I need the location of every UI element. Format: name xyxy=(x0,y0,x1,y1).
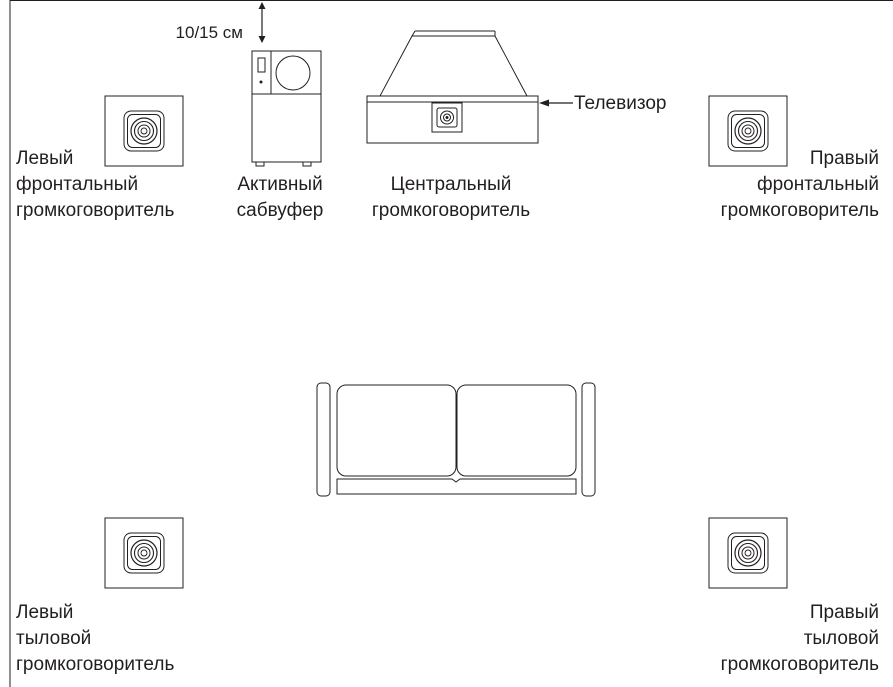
tv-pointer-arrow xyxy=(539,99,573,107)
rear-left-label-line2: тыловой xyxy=(16,628,91,649)
tv-label: Телевизор xyxy=(574,93,666,114)
front-left-label-line3: громкоговоритель xyxy=(16,200,174,221)
front-right-label-line1: Правый xyxy=(810,148,879,169)
center-label-line2: громкоговоритель xyxy=(372,200,530,221)
rear-left-label-line3: громкоговоритель xyxy=(16,654,174,675)
front-right-speaker-icon xyxy=(708,95,788,167)
tv-center-speaker-icon xyxy=(366,30,539,144)
center-label-line1: Центральный xyxy=(391,174,512,195)
front-left-label-line1: Левый xyxy=(16,148,73,169)
front-right-label-line2: фронтальный xyxy=(757,174,879,195)
subwoofer-label-line1: Активный xyxy=(237,174,322,195)
subwoofer-label-line2: сабвуфер xyxy=(237,200,324,221)
rear-left-label-line1: Левый xyxy=(16,602,73,623)
front-right-label-line3: громкоговоритель xyxy=(721,200,879,221)
rear-left-speaker-icon xyxy=(104,517,184,589)
subwoofer-icon xyxy=(251,50,322,167)
rear-right-label-line2: тыловой xyxy=(804,628,879,649)
distance-arrow xyxy=(258,2,266,43)
front-left-label-line2: фронтальный xyxy=(16,174,138,195)
rear-right-label-line3: громкоговоритель xyxy=(721,654,879,675)
distance-label: 10/15 см xyxy=(176,23,243,42)
rear-right-speaker-icon xyxy=(708,517,788,589)
rear-right-label-line1: Правый xyxy=(810,602,879,623)
front-left-speaker-icon xyxy=(104,95,184,167)
room-outline xyxy=(9,0,893,687)
sofa-icon xyxy=(316,382,596,497)
